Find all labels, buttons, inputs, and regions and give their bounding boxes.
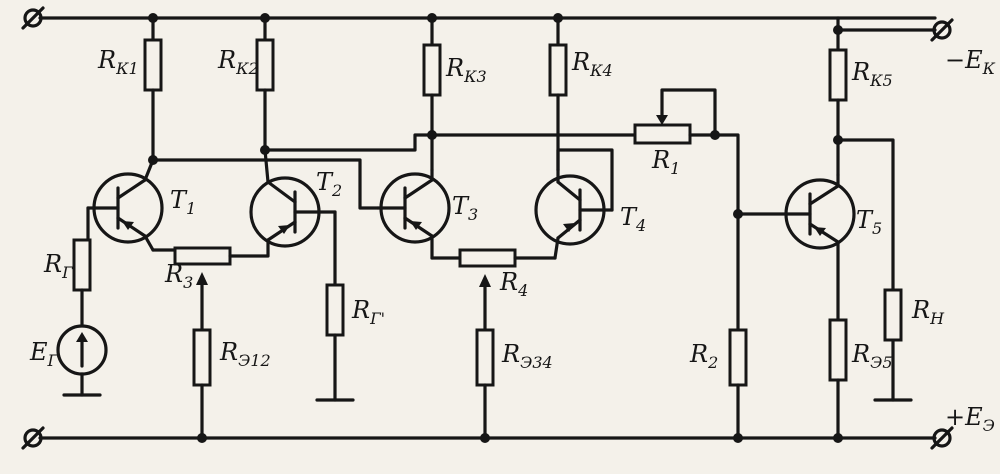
resistor-rk3 — [422, 16, 442, 172]
resistor-r2 — [728, 328, 748, 440]
junction-dot — [733, 433, 743, 443]
label-re34: RЭ34 — [501, 340, 553, 372]
transistor-t5 — [736, 173, 856, 322]
top-rail — [38, 16, 937, 32]
junction-dot — [833, 135, 843, 145]
resistor-rk1 — [143, 16, 163, 162]
label-rk4: RК4 — [571, 48, 613, 80]
junction-dot — [480, 433, 490, 443]
label-t2: T2 — [316, 168, 342, 200]
terminal-top-left — [21, 6, 45, 30]
transistor-t1 — [86, 158, 164, 252]
label-r1: R1 — [651, 146, 680, 178]
label-supply-ee: +EЭ — [945, 403, 995, 435]
junction-dot — [427, 13, 437, 23]
label-rk2: RК2 — [217, 46, 259, 78]
label-re5: RЭ5 — [851, 340, 893, 372]
resistor-rk5 — [828, 28, 848, 177]
label-eg: EГ — [29, 338, 60, 370]
resistor-re5 — [828, 318, 848, 440]
label-rk3: RК3 — [445, 54, 487, 86]
label-t1: T1 — [170, 186, 196, 218]
resistor-rk2 — [255, 16, 275, 152]
label-rg: RГ — [43, 250, 74, 282]
transistor-t2 — [249, 148, 337, 248]
label-rk1: RК1 — [97, 46, 139, 78]
transistor-t4 — [534, 168, 614, 260]
label-t3: T3 — [452, 192, 478, 224]
terminal-top-right — [930, 18, 954, 42]
junction-dot — [553, 13, 563, 23]
junction-dot — [148, 155, 158, 165]
junction-dot — [833, 25, 843, 35]
label-rg-prime: RГ' — [351, 296, 385, 328]
transistor-t3 — [376, 168, 451, 260]
label-rn: RН — [911, 296, 945, 328]
resistor-rn — [883, 288, 903, 342]
label-r4: R4 — [499, 268, 528, 300]
resistor-re34 — [475, 328, 495, 440]
wires — [56, 88, 913, 402]
label-supply-ek: −EК — [945, 46, 996, 78]
junction-dot — [148, 13, 158, 23]
label-re12: RЭ12 — [219, 338, 271, 370]
label-r2: R2 — [689, 340, 718, 372]
junction-dot — [260, 13, 270, 23]
label-t5: T5 — [856, 206, 882, 238]
resistor-rk4 — [548, 16, 568, 172]
junction-dot — [197, 433, 207, 443]
terminal-bottom-right — [930, 426, 954, 450]
junction-dot — [427, 130, 437, 140]
terminal-bottom-left — [21, 426, 45, 450]
junction-dot — [733, 209, 743, 219]
junction-dot — [710, 130, 720, 140]
resistor-re12 — [192, 328, 212, 440]
label-t4: T4 — [620, 203, 646, 235]
label-rk5: RК5 — [851, 58, 893, 90]
junction-dot — [833, 433, 843, 443]
label-r3: R3 — [164, 260, 193, 292]
junction-dot — [260, 145, 270, 155]
